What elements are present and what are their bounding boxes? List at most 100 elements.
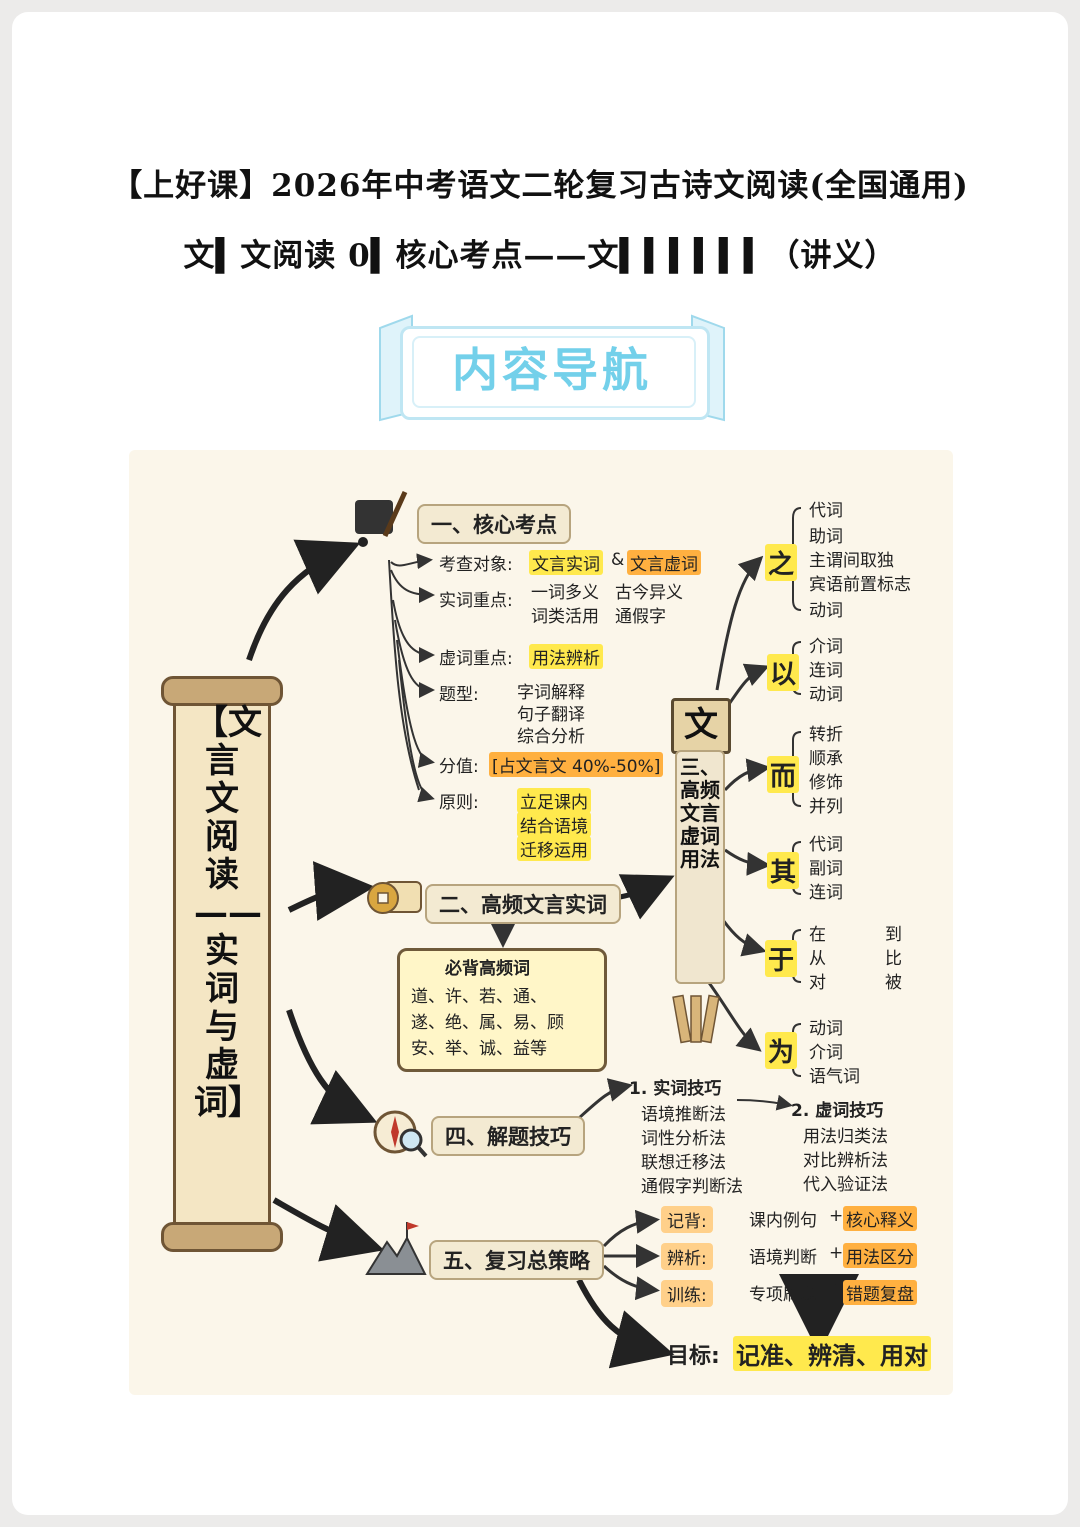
qi-item-3: 连词 [809, 883, 843, 903]
compass-magnifier-icon [373, 1110, 428, 1158]
xuci-char-yi: 以 [767, 654, 800, 691]
sec5-title: 五、复习总策略 [429, 1240, 604, 1280]
yu-item-1: 在 [809, 925, 826, 945]
goal-label: 目标: [667, 1344, 720, 1369]
coin-scroll-icon [367, 881, 422, 914]
sec1-shici-4: 通假字 [615, 607, 666, 627]
sec2-title: 二、高频文言实词 [425, 884, 621, 924]
sec1-obj-a: 文言实词 [529, 550, 603, 575]
ink-brush-icon [355, 490, 408, 547]
wen-char-box: 文 [671, 698, 731, 754]
zhi-item-5: 动词 [809, 601, 843, 621]
er-item-1: 转折 [809, 725, 843, 745]
qi-item-1: 代词 [809, 835, 843, 855]
sec1-tixing-label: 题型: [439, 685, 479, 705]
yu-item-6: 被 [885, 973, 902, 993]
zhi-item-1: 代词 [809, 501, 843, 521]
sec4-a-1: 语境推断法 [641, 1105, 726, 1125]
document-subtitle: 文▍文阅读 0▍核心考点——文▍▍▍▍▍▍（讲义） [183, 238, 897, 274]
sec5-row3-label: 训练: [661, 1280, 713, 1307]
bamboo-slips-icon [672, 994, 720, 1044]
sec4-title: 四、解题技巧 [431, 1116, 585, 1156]
sec3-title: 三、高频文言虚词用法 [680, 755, 720, 871]
xuci-char-yu: 于 [765, 940, 798, 977]
yu-item-5: 对 [809, 973, 826, 993]
mind-map-connectors [246, 507, 859, 1369]
sec5-row2-plus: + [829, 1243, 844, 1263]
sec5-row1-b: 核心释义 [843, 1206, 917, 1231]
sec4-b-2: 对比辨析法 [803, 1151, 888, 1171]
content-nav-banner: 内容导航 [372, 308, 732, 423]
sec1-shici-2: 古今异义 [615, 583, 683, 603]
sec5-row1-a: 课内例句 [749, 1211, 817, 1231]
yu-item-2: 到 [885, 925, 902, 945]
wei-item-1: 动词 [809, 1019, 843, 1039]
sec5-row1-label: 记背: [661, 1206, 713, 1233]
sec1-yuanze-label: 原则: [439, 793, 479, 813]
main-title: 【文言文阅读——实词与虚词】 [194, 703, 262, 1123]
must-words-line-2: 遂、绝、属、易、顾 [411, 1013, 564, 1033]
sec5-row2-label: 辨析: [661, 1243, 713, 1270]
sec5-row3-a: 专项刷题 [749, 1285, 817, 1305]
sec1-shici-label: 实词重点: [439, 591, 513, 611]
must-words-box [397, 948, 607, 1072]
sec5-row2-a: 语境判断 [749, 1248, 817, 1268]
sec1-fenzhi-value: [占文言文 40%-50%] [489, 752, 664, 777]
sec1-obj-b: 文言虚词 [627, 550, 701, 575]
xuci-char-er: 而 [767, 756, 800, 793]
sec1-yuanze-1: 立足课内 [517, 788, 591, 813]
sec3-title-box: 三、高频文言虚词用法 [675, 750, 725, 984]
sec1-yuanze-3: 迁移运用 [517, 836, 591, 861]
sec1-yuanze-2: 结合语境 [517, 812, 591, 837]
xuci-char-wei: 为 [765, 1032, 798, 1069]
yu-item-4: 比 [885, 949, 902, 969]
sec4-b-title: 2. 虚词技巧 [791, 1101, 884, 1121]
mountain-flag-icon [365, 1222, 427, 1275]
sec1-shici-3: 词类活用 [531, 607, 599, 627]
sec1-tixing-2: 句子翻译 [517, 705, 585, 725]
sec1-fenzhi-label: 分值: [439, 757, 479, 777]
sec4-a-3: 联想迁移法 [641, 1153, 726, 1173]
zhi-item-3: 主谓间取独 [809, 551, 894, 571]
zhi-item-2: 助词 [809, 527, 843, 547]
yi-item-2: 连词 [809, 661, 843, 681]
wei-item-2: 介词 [809, 1043, 843, 1063]
sec5-row3-plus: + [829, 1280, 844, 1300]
er-item-3: 修饰 [809, 773, 843, 793]
zhi-item-4: 宾语前置标志 [809, 575, 911, 595]
sec1-tixing-1: 字词解释 [517, 683, 585, 703]
er-item-4: 并列 [809, 797, 843, 817]
wei-item-3: 语气词 [809, 1067, 860, 1087]
sec1-title: 一、核心考点 [417, 504, 571, 544]
document-page: 【上好课】2026年中考语文二轮复习古诗文阅读(全国通用) 文▍文阅读 0▍核心… [12, 12, 1068, 1515]
yi-item-3: 动词 [809, 685, 843, 705]
sec4-b-3: 代入验证法 [803, 1175, 888, 1195]
must-words-title: 必背高频词 [445, 959, 530, 979]
sec5-row2-b: 用法区分 [843, 1243, 917, 1268]
sec5-row3-b: 错题复盘 [843, 1280, 917, 1305]
sec4-b-1: 用法归类法 [803, 1127, 888, 1147]
sec4-a-title: 1. 实词技巧 [629, 1079, 722, 1099]
mind-map: 【文言文阅读——实词与虚词】 一、核心考点 考查对象: 文言实词 & 文言虚词 … [129, 450, 953, 1395]
xuci-char-zhi: 之 [765, 544, 798, 581]
sec1-amp: & [611, 550, 625, 570]
sec4-a-4: 通假字判断法 [641, 1177, 743, 1197]
yi-item-1: 介词 [809, 637, 843, 657]
qi-item-2: 副词 [809, 859, 843, 879]
sec1-tixing-3: 综合分析 [517, 727, 585, 747]
banner-label: 内容导航 [452, 343, 652, 397]
er-item-2: 顺承 [809, 749, 843, 769]
sec1-shici-1: 一词多义 [531, 583, 599, 603]
yu-item-3: 从 [809, 949, 826, 969]
xuci-char-qi: 其 [767, 852, 800, 889]
sec1-obj-label: 考查对象: [439, 555, 513, 575]
document-title: 【上好课】2026年中考语文二轮复习古诗文阅读(全国通用) [111, 168, 969, 204]
sec1-xuci-label: 虚词重点: [439, 649, 513, 669]
goal-value: 记准、辨清、用对 [733, 1336, 931, 1371]
main-title-scroll: 【文言文阅读——实词与虚词】 [161, 676, 283, 1252]
must-words-line-3: 安、举、诚、益等 [411, 1039, 547, 1059]
sec5-row1-plus: + [829, 1206, 844, 1226]
sec4-a-2: 词性分析法 [641, 1129, 726, 1149]
sec1-xuci-value: 用法辨析 [529, 644, 603, 669]
must-words-line-1: 道、许、若、通、 [411, 987, 547, 1007]
